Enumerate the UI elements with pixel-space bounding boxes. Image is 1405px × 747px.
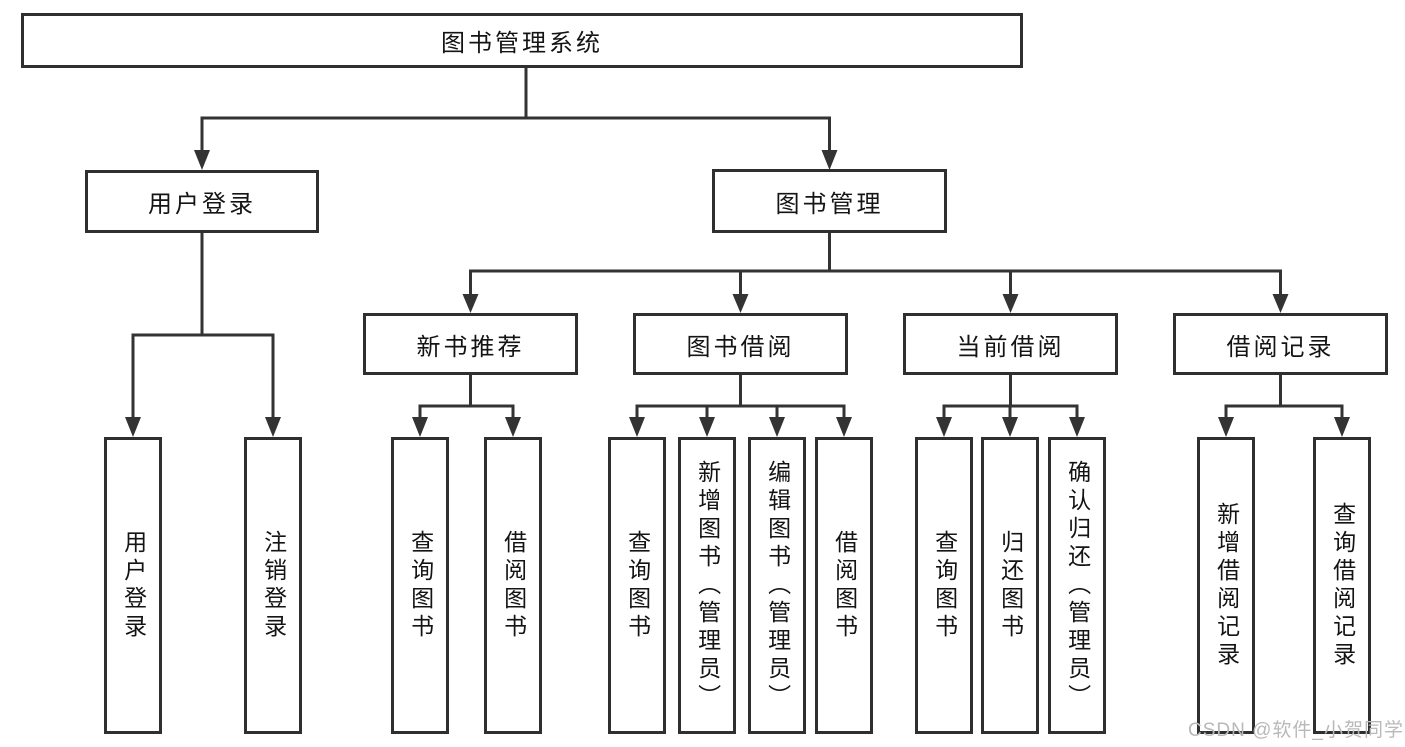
arrowhead (629, 417, 645, 437)
connector-book-management (469, 231, 1282, 296)
arrowhead (1069, 417, 1085, 437)
node-label: 归还图书 (997, 529, 1024, 642)
node-label: 查询图书 (931, 529, 958, 642)
arrowhead (462, 294, 479, 313)
node-label: 图书管理系统 (441, 30, 603, 57)
arrowhead (836, 417, 852, 437)
arrowhead (194, 150, 210, 170)
connector-borrow-records (1224, 373, 1344, 419)
leaf-borrow-book-borrow: 借阅图书 (815, 437, 873, 734)
leaf-user-login: 用户登录 (104, 437, 162, 734)
leaf-confirm-return-admin: 确认归还（管理员） (1048, 437, 1106, 734)
leaf-add-borrow-record: 新增借阅记录 (1197, 437, 1255, 734)
arrowhead (1002, 417, 1018, 437)
arrowhead (732, 294, 749, 313)
leaf-add-book-admin: 新增图书（管理员） (678, 437, 736, 734)
node-label: 用户登录 (120, 529, 147, 642)
node-label: 用户登录 (148, 191, 256, 218)
connector-root (200, 66, 831, 152)
node-label: 新增借阅记录 (1213, 501, 1240, 670)
node-book-borrowing: 图书借阅 (633, 313, 848, 375)
leaf-query-book-recommend: 查询图书 (391, 437, 449, 734)
connector-current-borrow (942, 373, 1079, 419)
node-label: 借阅图书 (500, 529, 527, 642)
leaf-logout: 注销登录 (244, 437, 302, 734)
leaf-edit-book-admin: 编辑图书（管理员） (748, 437, 806, 734)
node-user-login: 用户登录 (85, 170, 319, 233)
node-new-book-recommendation: 新书推荐 (363, 313, 578, 375)
node-label: 新增图书（管理员） (694, 459, 721, 712)
connector-book-borrow (635, 373, 846, 419)
arrowhead (265, 417, 281, 437)
node-borrowing-records: 借阅记录 (1173, 313, 1388, 375)
arrowhead (769, 417, 785, 437)
arrowhead (1272, 294, 1289, 313)
node-label: 查询借阅记录 (1329, 501, 1356, 670)
node-label: 确认归还（管理员） (1064, 459, 1091, 712)
node-label: 编辑图书（管理员） (764, 459, 791, 712)
node-label: 查询图书 (624, 529, 651, 642)
arrowhead (936, 417, 952, 437)
arrowhead (821, 150, 838, 170)
arrowhead (125, 417, 141, 437)
leaf-query-book-current: 查询图书 (915, 437, 973, 734)
node-book-management: 图书管理 (712, 169, 947, 233)
arrowhead (1218, 417, 1234, 437)
connector-new-book (418, 373, 515, 419)
leaf-return-book: 归还图书 (981, 437, 1039, 734)
leaf-query-borrow-record: 查询借阅记录 (1313, 437, 1371, 734)
arrowhead (1002, 294, 1019, 313)
connector-user-login (131, 231, 275, 419)
leaf-borrow-book-recommend: 借阅图书 (484, 437, 542, 734)
node-label: 查询图书 (407, 529, 434, 642)
node-label: 当前借阅 (956, 333, 1065, 361)
node-label: 注销登录 (260, 529, 287, 642)
node-label: 图书管理 (775, 190, 884, 218)
arrowhead (412, 417, 428, 437)
arrowhead (505, 417, 521, 437)
node-label: 借阅图书 (831, 529, 858, 642)
arrowhead (1334, 417, 1350, 437)
arrowhead (699, 417, 715, 437)
node-library-system: 图书管理系统 (21, 13, 1023, 68)
node-current-borrowing: 当前借阅 (903, 313, 1118, 375)
node-label: 借阅记录 (1226, 333, 1335, 361)
leaf-query-book-borrow: 查询图书 (608, 437, 666, 734)
node-label: 图书借阅 (686, 333, 795, 361)
csdn-watermark: CSDN @软件_小贺同学 (1188, 720, 1404, 741)
node-label: 新书推荐 (416, 333, 525, 361)
